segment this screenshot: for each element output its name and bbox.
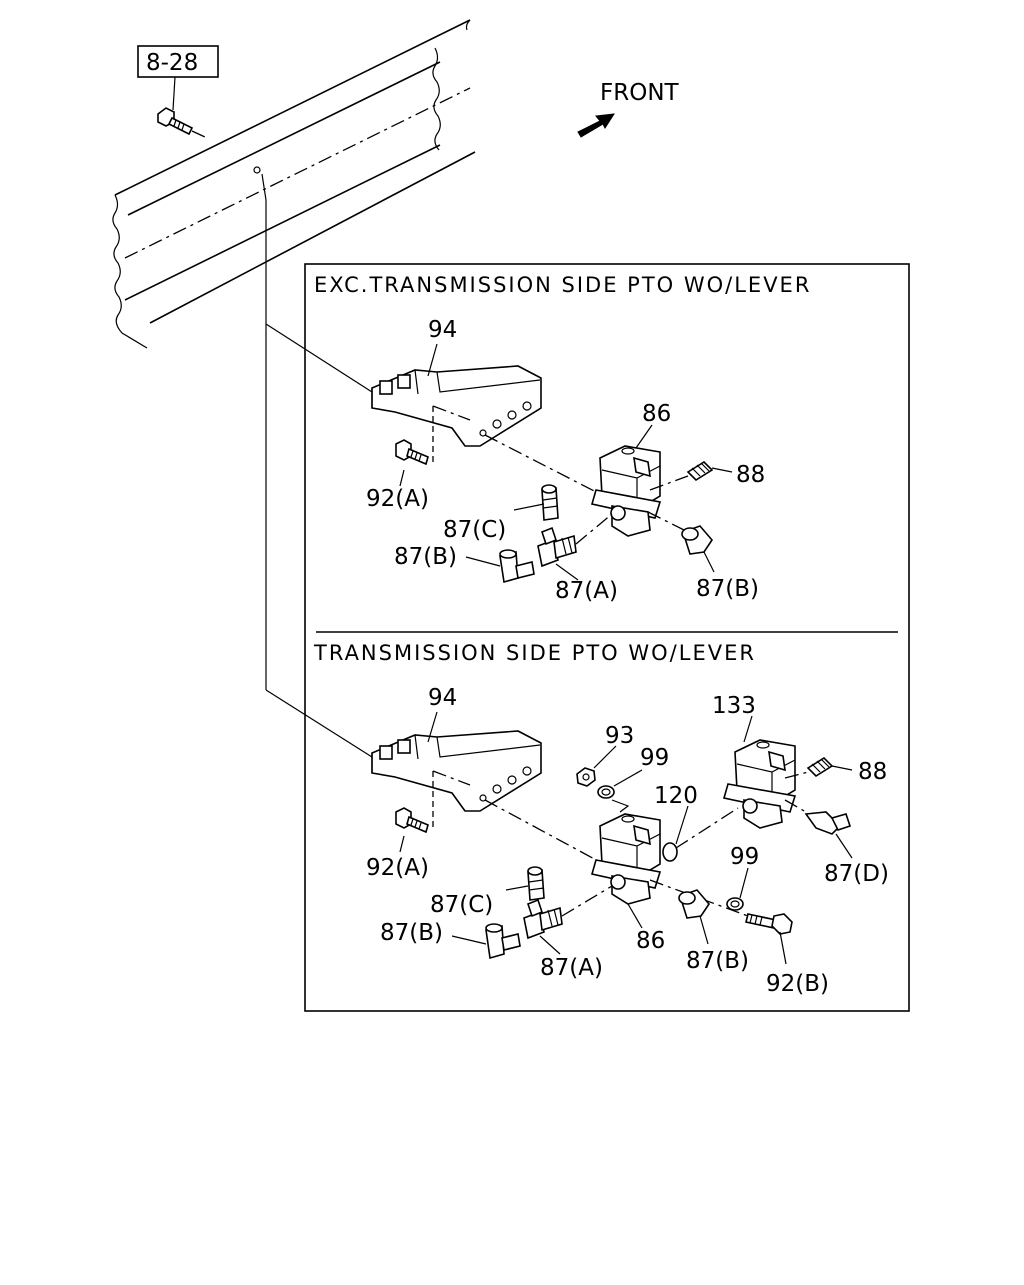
panel-1-88-centerline (649, 475, 689, 491)
p2-label-92a: 92(A) (366, 855, 429, 881)
p2-label-92b: 92(B) (766, 971, 829, 997)
panel-1-87b-centerline (647, 511, 685, 531)
p2-label-87b-right: 87(B) (686, 948, 749, 974)
panel-1-leaders (399, 343, 733, 581)
panel-2-oring-120 (662, 842, 678, 862)
front-arrow-group: FRONT (577, 80, 680, 138)
rail-bolt (157, 107, 206, 138)
panel-2-bolt-92a (395, 807, 429, 834)
panel-2-87a-centerline (561, 885, 613, 917)
p2-label-94: 94 (428, 685, 457, 711)
panel-2-88-centerline (784, 771, 809, 779)
panel-2-washer-99-upper (597, 785, 615, 799)
panel-1-title: EXC.TRANSMISSION SIDE PTO WO/LEVER (314, 273, 811, 297)
panel-2-87d-centerline (784, 799, 807, 813)
panel-2-nut-93 (576, 767, 596, 787)
panel-1-bracket-94 (371, 365, 542, 466)
panel-1-fitting-87b-left (499, 549, 535, 584)
p1-label-87c: 87(C) (443, 517, 506, 543)
panel-1-bolt-92a (395, 439, 429, 466)
panel-2-title: TRANSMISSION SIDE PTO WO/LEVER (313, 641, 756, 665)
panel-2-92b-centerline (649, 879, 749, 917)
p2-label-87b-left: 87(B) (380, 920, 443, 946)
panel-2-centerline (484, 799, 601, 863)
p1-label-87a: 87(A) (555, 578, 618, 604)
panel-2-fitting-87d (804, 811, 852, 835)
panel-1-87a-centerline (575, 513, 613, 545)
panel-2-fitting-87c (527, 866, 545, 901)
rail-leader (261, 173, 373, 758)
panel-2-valve-86 (590, 813, 662, 905)
p2-label-99-upper: 99 (640, 745, 669, 771)
panel-2-120-centerline (675, 807, 739, 849)
p1-label-92a: 92(A) (366, 486, 429, 512)
panel-1-valve-86 (590, 445, 662, 537)
panel-frame (304, 263, 910, 1012)
p2-label-120: 120 (654, 783, 698, 809)
p2-label-88: 88 (858, 759, 887, 785)
p2-label-93: 93 (605, 723, 634, 749)
panel-2-bracket-mark (611, 799, 630, 813)
panel-2-fitting-87a (523, 898, 563, 940)
p2-label-87d: 87(D) (824, 861, 889, 887)
frame-rail (112, 19, 476, 349)
p2-label-87c: 87(C) (430, 892, 493, 918)
panel-1-fitting-87b-right (681, 525, 714, 555)
panel-2-bracket-94 (371, 730, 542, 831)
p2-label-99-lower: 99 (730, 844, 759, 870)
panel-2-washer-99-lower (726, 897, 744, 911)
p1-label-87b-left: 87(B) (394, 544, 457, 570)
p2-label-86: 86 (636, 928, 665, 954)
panel-2-fitting-88 (806, 756, 834, 778)
panel-2-bolt-92b (745, 913, 793, 935)
p2-label-133: 133 (712, 693, 756, 719)
p1-label-87b-right: 87(B) (696, 576, 759, 602)
panel-1-fitting-87c (541, 484, 559, 521)
p1-label-88: 88 (736, 462, 765, 488)
front-arrow-icon (577, 113, 615, 138)
reference-box-label: 8-28 (146, 50, 198, 76)
panel-2-fitting-87b-left (485, 923, 521, 960)
reference-callout: 8-28 (137, 45, 219, 111)
panel-2-valve-133 (722, 739, 797, 829)
p1-label-94: 94 (428, 317, 457, 343)
p2-label-87a: 87(A) (540, 955, 603, 981)
front-label: FRONT (600, 80, 680, 106)
panel-2-leaders (399, 711, 853, 965)
panel-1-fitting-88 (686, 460, 714, 482)
p1-label-86: 86 (642, 401, 671, 427)
panel-1-fitting-87a (537, 526, 577, 568)
panel-2-fitting-87b-right (678, 889, 711, 919)
panel-1-centerline (484, 434, 601, 495)
